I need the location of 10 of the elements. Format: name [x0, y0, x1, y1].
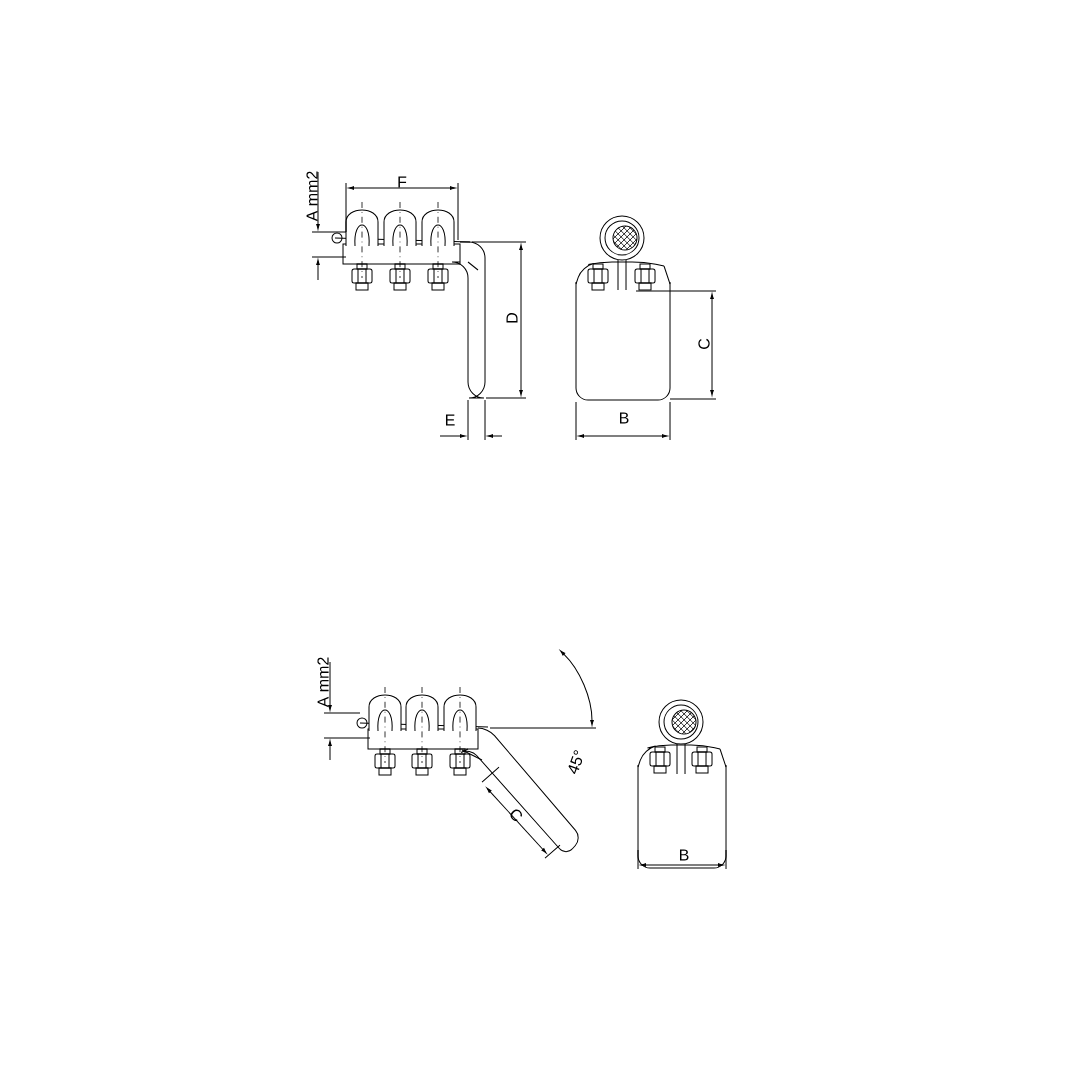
dimension-label: A mm2: [317, 657, 329, 708]
dimension-label: B: [620, 412, 629, 424]
dimension-label: B: [680, 849, 689, 861]
dimension-label: C: [510, 809, 522, 821]
dimension-label: E: [446, 414, 455, 426]
dimension-label: D: [506, 313, 518, 323]
dimension-label: C: [698, 338, 710, 349]
dimension-label: A mm2: [306, 171, 318, 222]
dimension-label: 45°: [568, 750, 583, 775]
dimension-label: F: [398, 176, 407, 188]
